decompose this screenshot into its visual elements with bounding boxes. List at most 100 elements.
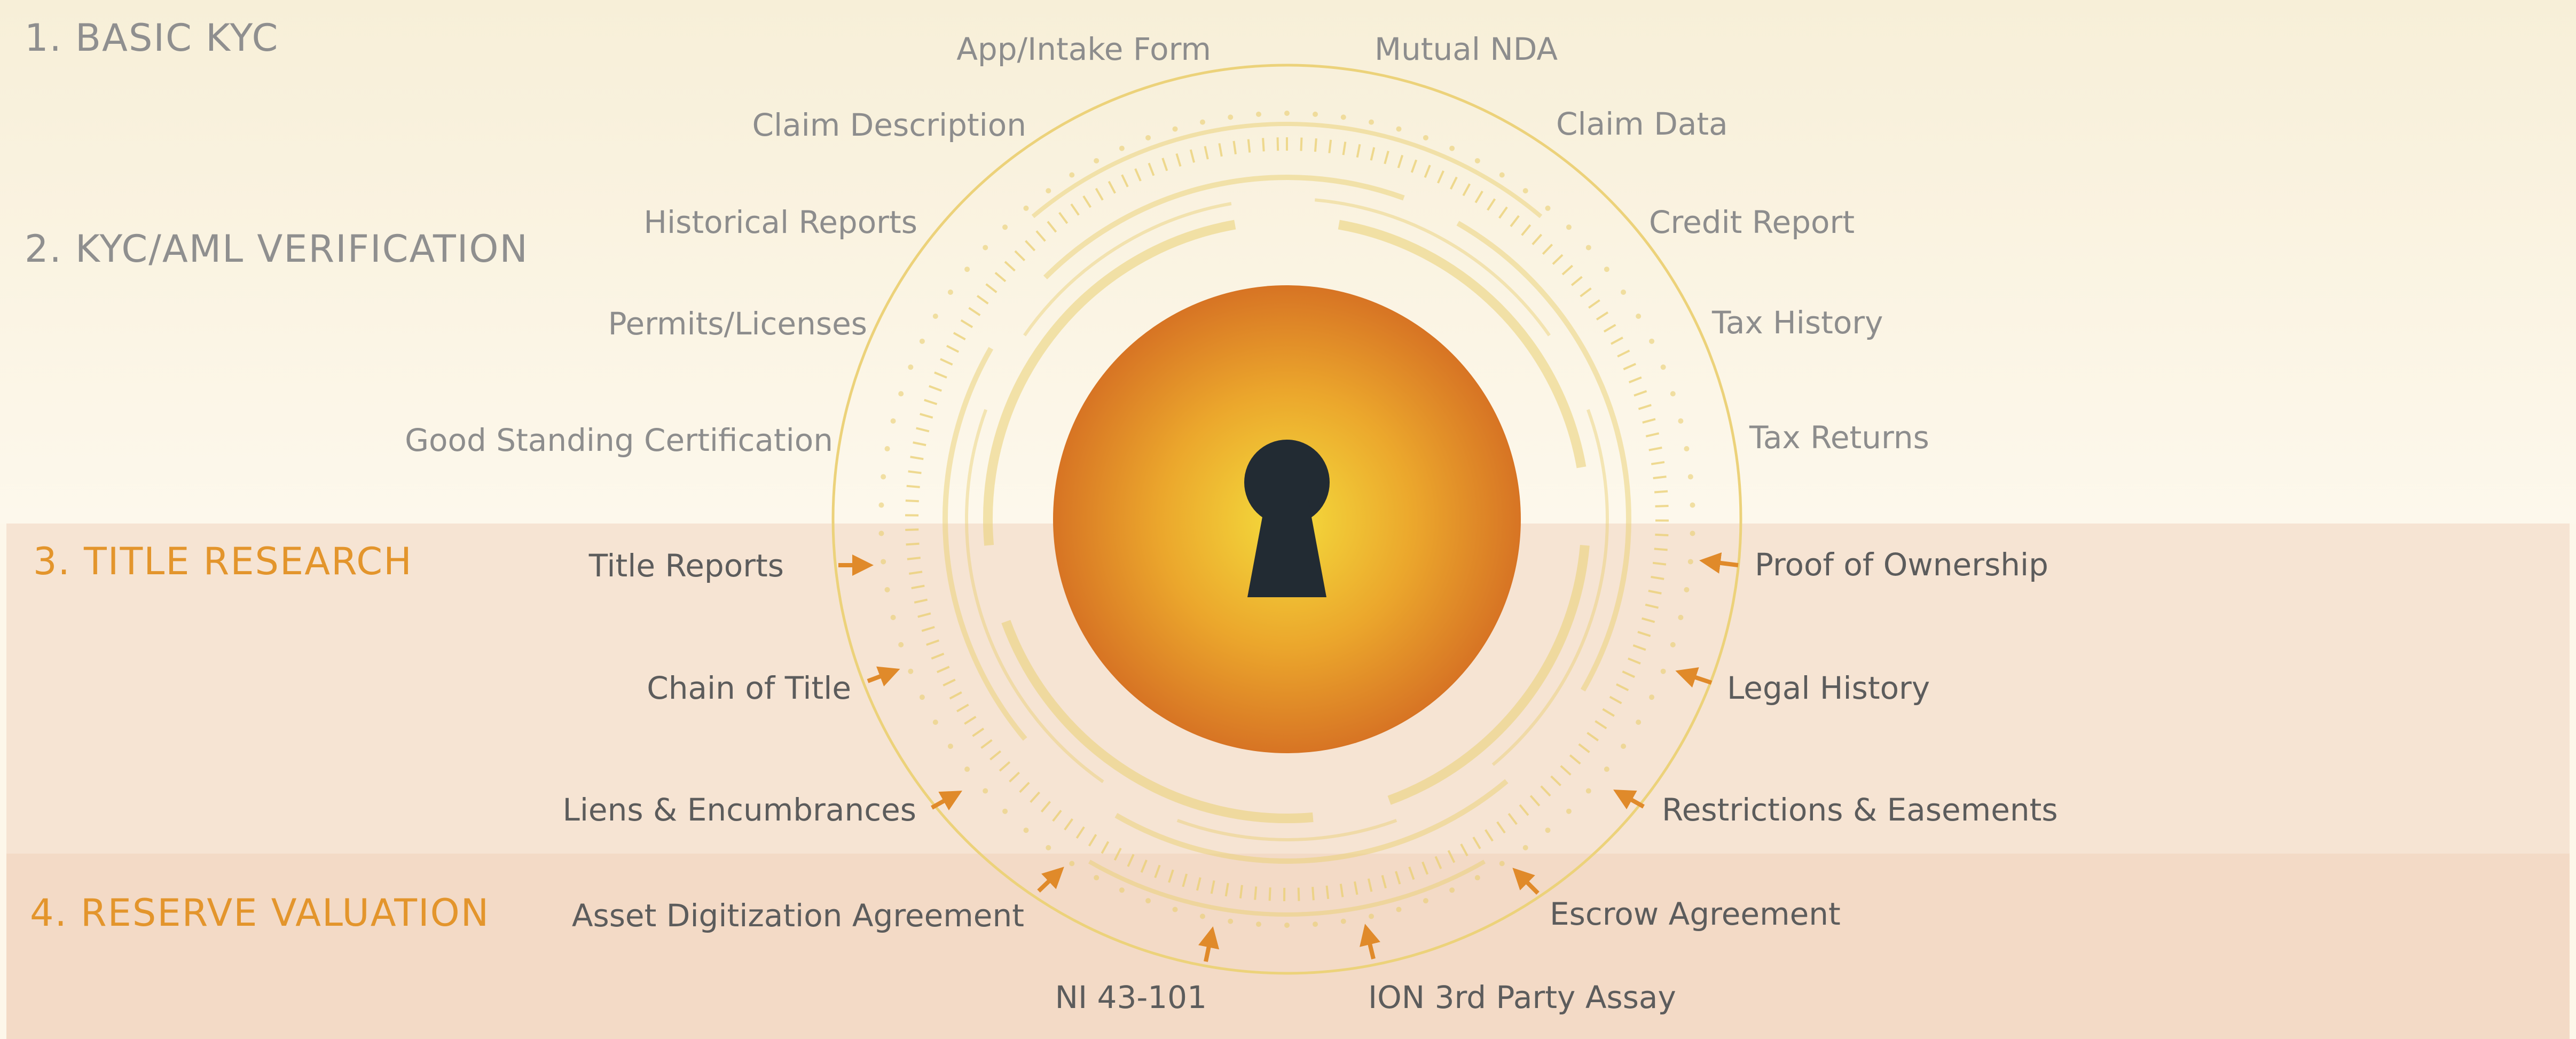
dial-tick xyxy=(1472,837,1481,849)
dial-tick xyxy=(1642,617,1655,623)
dial-dot xyxy=(1522,845,1528,850)
dial-tick xyxy=(1325,885,1330,900)
dial-arc xyxy=(1491,409,1609,766)
dial-tick xyxy=(1040,801,1051,813)
dial-dot xyxy=(1284,111,1290,116)
dial-dot xyxy=(1636,720,1642,725)
dial-tick xyxy=(999,761,1011,772)
dial-tick xyxy=(926,639,940,646)
dial-dot xyxy=(1199,119,1205,125)
dial-tick xyxy=(1603,324,1616,333)
dial-tick xyxy=(1058,212,1069,224)
label-asset-digitization-agreement: Asset Digitization Agreement xyxy=(571,897,1024,934)
dial-tick xyxy=(1025,240,1036,252)
dial-tick xyxy=(946,345,960,353)
dial-dot xyxy=(1649,694,1655,700)
dial-tick xyxy=(1075,826,1085,839)
dial-tick xyxy=(1262,138,1265,152)
dial-tick xyxy=(1410,159,1418,173)
dial-dot xyxy=(932,720,938,725)
label-tax-history: Tax History xyxy=(1712,304,1883,341)
dial-tick xyxy=(953,332,966,341)
dial-tick xyxy=(1652,561,1667,566)
dial-tick xyxy=(1356,144,1361,158)
dial-tick xyxy=(1353,881,1358,895)
dial-tick xyxy=(940,358,953,366)
dial-tick xyxy=(1397,154,1404,168)
dial-tick xyxy=(949,691,962,700)
dial-dot xyxy=(1172,907,1178,912)
dial-tick xyxy=(917,612,931,618)
dial-dot xyxy=(1228,918,1234,924)
section-reserve-valuation: 4. RESERVE VALUATION xyxy=(30,891,490,935)
dial-tick xyxy=(1462,183,1471,197)
dial-arc xyxy=(1338,220,1587,468)
dial-tick xyxy=(1648,590,1662,595)
dial-dot xyxy=(1649,338,1655,344)
dial-tick xyxy=(1609,696,1622,705)
dial-tick xyxy=(1510,215,1520,228)
dial-dot xyxy=(1670,642,1676,647)
dial-tick xyxy=(956,704,969,713)
dial-dot xyxy=(1621,743,1627,749)
dial-arc xyxy=(1315,198,1551,337)
dial-dot xyxy=(1690,502,1695,508)
dial-tick xyxy=(1196,877,1201,891)
dial-tick xyxy=(1580,287,1592,298)
label-title-reports: Title Reports xyxy=(588,548,784,584)
dial-tick xyxy=(1314,138,1317,152)
dial-dot xyxy=(932,314,938,319)
dial-tick xyxy=(911,584,925,590)
dial-tick xyxy=(1218,143,1223,157)
dial-tick xyxy=(931,652,945,660)
dial-tick xyxy=(960,319,973,329)
dial-tick xyxy=(1019,782,1030,793)
dial-tick xyxy=(1633,390,1647,397)
dial-dot xyxy=(1069,172,1075,178)
dial-tick xyxy=(907,557,921,560)
dial-tick xyxy=(1204,146,1209,160)
dial-tick xyxy=(1370,147,1376,161)
dial-rings xyxy=(878,111,1695,928)
dial-dot xyxy=(1585,245,1591,251)
dial-tick xyxy=(906,542,920,546)
label-ion-3rd-party-assay: ION 3rd Party Assay xyxy=(1368,979,1676,1015)
dial-dot xyxy=(1255,921,1261,927)
dial-dot xyxy=(964,766,970,772)
dial-dot xyxy=(898,391,904,397)
dial-tick xyxy=(929,385,942,392)
dial-dot xyxy=(983,245,988,251)
dial-dot xyxy=(1604,766,1609,772)
dial-tick xyxy=(1421,861,1429,875)
dial-arc xyxy=(1456,221,1632,692)
dial-arc xyxy=(1114,779,1509,864)
dial-tick xyxy=(1542,244,1553,255)
dial-arc xyxy=(1043,175,1405,279)
dial-tick xyxy=(1632,644,1646,651)
arrow-icon xyxy=(1198,926,1220,962)
dial-tick xyxy=(1498,206,1508,219)
arrow-icon xyxy=(1360,924,1380,959)
dial-tick xyxy=(980,739,993,749)
dial-tick xyxy=(1030,791,1040,803)
dial-tick xyxy=(1127,854,1135,867)
dial-dot xyxy=(1499,172,1505,178)
dial-tick xyxy=(1485,829,1494,842)
label-legal-history: Legal History xyxy=(1727,670,1930,706)
dial-tick xyxy=(1148,162,1155,176)
dial-tick xyxy=(968,307,981,316)
dial-tick xyxy=(1638,404,1652,410)
dial-tick xyxy=(1182,873,1188,887)
label-permits-licenses: Permits/Licenses xyxy=(608,306,867,342)
dial-dot xyxy=(919,338,925,344)
label-claim-description: Claim Description xyxy=(752,107,1026,143)
dial-tick xyxy=(908,470,922,474)
dial-tick xyxy=(1384,151,1389,165)
dial-tick xyxy=(1328,139,1332,153)
dial-tick xyxy=(1232,140,1237,154)
dial-tick xyxy=(1622,670,1635,678)
dial-dot xyxy=(1449,887,1455,893)
dial-dot xyxy=(1396,907,1402,912)
section-basic-kyc: 1. BASIC KYC xyxy=(25,16,279,60)
